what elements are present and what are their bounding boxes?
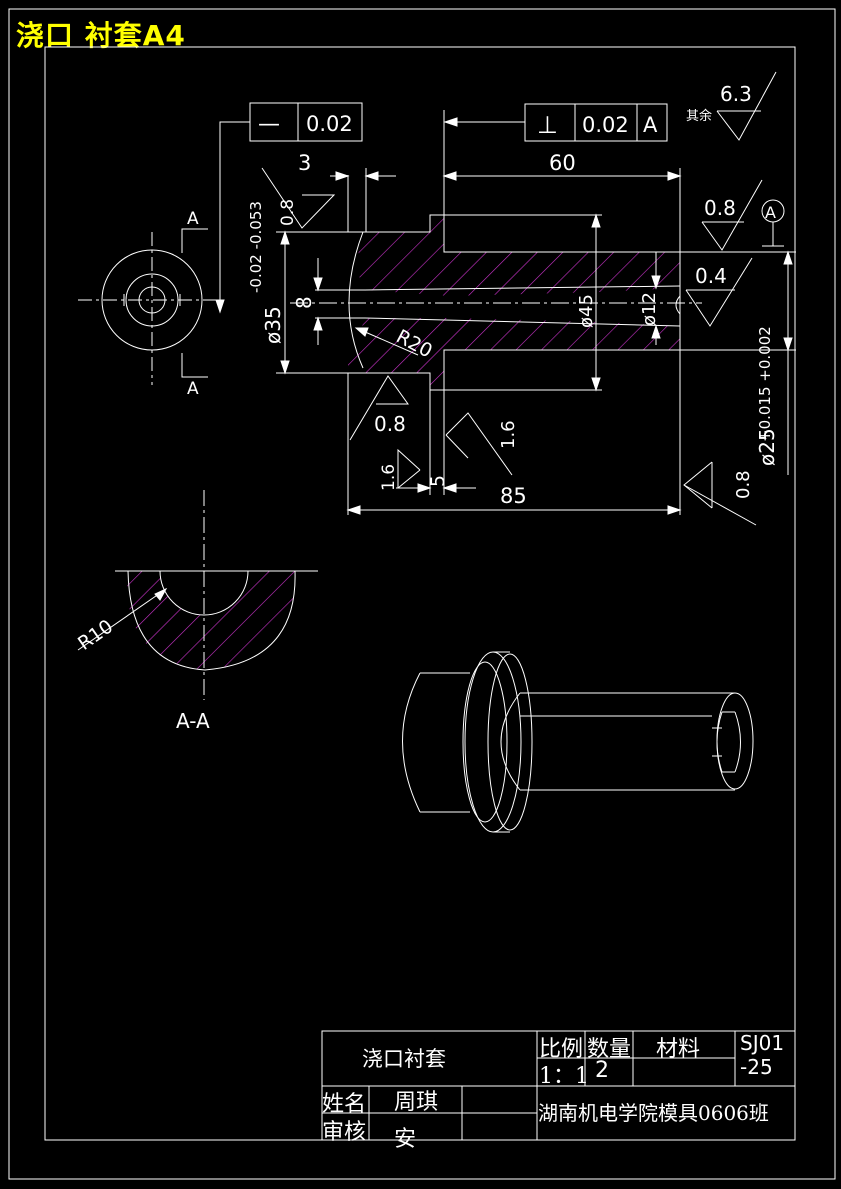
section-mark-bottom: A <box>187 379 199 399</box>
scale-value: 1：1 <box>539 1064 589 1089</box>
school-class: 湖南机电学院模具0606班 <box>538 1101 769 1125</box>
roughness-top-left-value: 0.8 <box>278 199 298 226</box>
section-aa-label: A-A <box>176 709 210 733</box>
outer-border <box>8 8 836 1180</box>
qty-value: 2 <box>595 1058 609 1083</box>
straightness-frame <box>215 102 363 314</box>
scale-label: 比例 <box>539 1037 584 1062</box>
datum-a-label: A <box>765 203 776 222</box>
straightness-symbol: — <box>258 112 280 137</box>
dim-d12: ø12 <box>639 292 660 326</box>
section-aa-outline <box>77 490 318 700</box>
name-value: 周琪 <box>394 1090 439 1115</box>
dim-d35-tol: -0.02 -0.053 <box>247 201 265 293</box>
drawing-number: SJ01 -25 <box>740 1031 785 1079</box>
roughness-16-mid-value: 1.6 <box>498 420 519 449</box>
dim-r10: R10 <box>74 615 117 654</box>
roughness-rest-value: 6.3 <box>720 82 752 106</box>
perp-datum: A <box>643 113 658 137</box>
main-section-outline <box>261 110 796 526</box>
dim-d25-tol: +0.015 +0.002 <box>756 326 774 442</box>
end-view <box>78 228 225 385</box>
dim-85: 85 <box>500 484 527 508</box>
straightness-value: 0.02 <box>306 112 353 136</box>
roughness-16-bottom-value: 1.6 <box>379 464 399 491</box>
material-label: 材料 <box>656 1037 701 1062</box>
section-mark-top: A <box>187 209 199 229</box>
dim-d35: ø35 <box>261 306 285 344</box>
section-aa-hatch <box>127 571 296 670</box>
dim-8: 8 <box>292 296 316 309</box>
dim-3: 3 <box>298 151 311 175</box>
roughness-04-value: 0.4 <box>695 264 727 288</box>
review-value: 安 <box>394 1127 417 1152</box>
part-name: 浇口衬套 <box>362 1047 446 1071</box>
roughness-top-right-value: 0.8 <box>704 196 736 220</box>
dim-5: 5 <box>427 475 449 487</box>
title-block <box>321 1030 796 1141</box>
roughness-rest-label: 其余 <box>686 108 712 124</box>
name-label: 姓名 <box>322 1092 367 1117</box>
dim-d45: ø45 <box>576 294 597 328</box>
perp-value: 0.02 <box>582 113 629 137</box>
hatch-area-upper <box>357 215 680 296</box>
review-label: 审核 <box>322 1120 367 1145</box>
roughness-rest-symbol <box>716 71 777 141</box>
hatch-area-lower <box>348 318 680 390</box>
perp-symbol: ⊥ <box>537 111 558 139</box>
isometric-view <box>402 651 754 833</box>
dim-d25: ø25 <box>755 428 779 466</box>
dim-60: 60 <box>549 151 576 175</box>
qty-label: 数量 <box>587 1037 632 1062</box>
perpendicularity-frame <box>443 103 668 142</box>
roughness-right-bottom-value: 0.8 <box>733 470 754 499</box>
roughness-bottom-value: 0.8 <box>374 412 406 436</box>
